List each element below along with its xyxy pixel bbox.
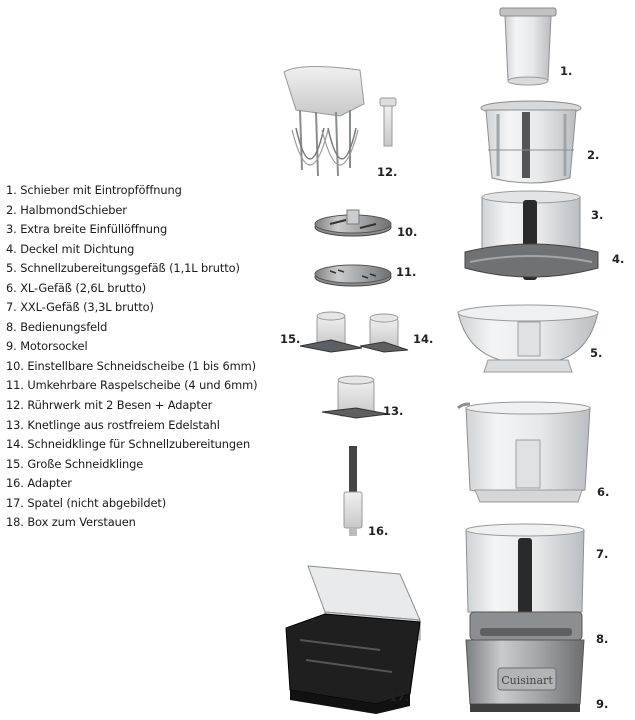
lid-with-feed-tube-image (464, 190, 599, 280)
parts-legend: 1. Schieber mit Eintropföffnung 2. Halbm… (6, 181, 258, 533)
callout-3: 3. (591, 208, 604, 222)
whisk-attachment-image (283, 65, 397, 177)
callout-2: 2. (587, 148, 600, 162)
half-moon-pusher-image (480, 100, 582, 184)
storage-box-image (285, 565, 421, 714)
legend-item-13: 13. Knetlinge aus rostfreiem Edelstahl (6, 417, 220, 432)
legend-item-16: 16. Adapter (6, 476, 72, 491)
legend-item-2: 2. HalbmondSchieber (6, 202, 127, 217)
adapter-image (343, 446, 363, 536)
legend-item-1: 1. Schieber mit Eintropföffnung (6, 183, 182, 197)
legend-item-5: 5. Schnellzubereitungsgefäß (1,1L brutto… (6, 261, 240, 276)
large-chopping-blade-image (299, 311, 363, 353)
legend-item-7: 7. XXL-Gefäß (3,3L brutto) (6, 300, 154, 315)
legend-item-9: 9. Motorsockel (6, 339, 88, 354)
brand-logo: Cuisinart (501, 674, 553, 687)
mini-bowl-image (457, 304, 599, 373)
callout-17: 17. (389, 690, 410, 704)
legend-item-6: 6. XL-Gefäß (2,6L brutto) (6, 280, 147, 295)
legend-item-12: 12. Rührwerk mit 2 Besen + Adapter (6, 398, 213, 413)
slicing-disc-image (314, 209, 392, 237)
dough-blade-image (321, 375, 389, 419)
callout-16: 16. (368, 524, 389, 538)
callout-9: 9. (596, 697, 609, 711)
legend-item-10: 10. Einstellbare Schneidscheibe (1 bis 6… (6, 358, 256, 373)
callout-6: 6. (597, 485, 610, 499)
legend-item-15: 15. Große Schneidklinge (6, 456, 144, 471)
legend-item-17: 17. Spatel (nicht abgebildet) (6, 495, 167, 510)
callout-15: 15. (280, 332, 301, 346)
callout-5: 5. (590, 346, 603, 360)
shredding-disc-image (314, 264, 392, 287)
legend-item-8: 8. Bedienungsfeld (6, 319, 108, 334)
callout-8: 8. (596, 632, 609, 646)
xl-bowl-image (456, 401, 591, 503)
mini-chopping-blade-image (359, 313, 409, 353)
callout-7: 7. (596, 547, 609, 561)
callout-13: 13. (383, 404, 404, 418)
legend-item-11: 11. Umkehrbare Raspelscheibe (4 und 6mm) (6, 378, 258, 393)
legend-item-4: 4. Deckel mit Dichtung (6, 241, 135, 256)
base-with-xxl-bowl-image: Cuisinart (465, 523, 585, 712)
legend-item-3: 3. Extra breite Einfüllöffnung (6, 222, 168, 237)
callout-11: 11. (396, 265, 417, 279)
callout-14: 14. (413, 332, 434, 346)
callout-4: 4. (612, 252, 625, 266)
callout-1: 1. (560, 64, 573, 78)
pusher-with-drip-hole-image (499, 7, 557, 86)
callout-12: 12. (377, 165, 398, 179)
legend-item-18: 18. Box zum Verstauen (6, 515, 136, 530)
callout-10: 10. (397, 225, 418, 239)
legend-item-14: 14. Schneidklinge für Schnellzubereitung… (6, 437, 251, 452)
